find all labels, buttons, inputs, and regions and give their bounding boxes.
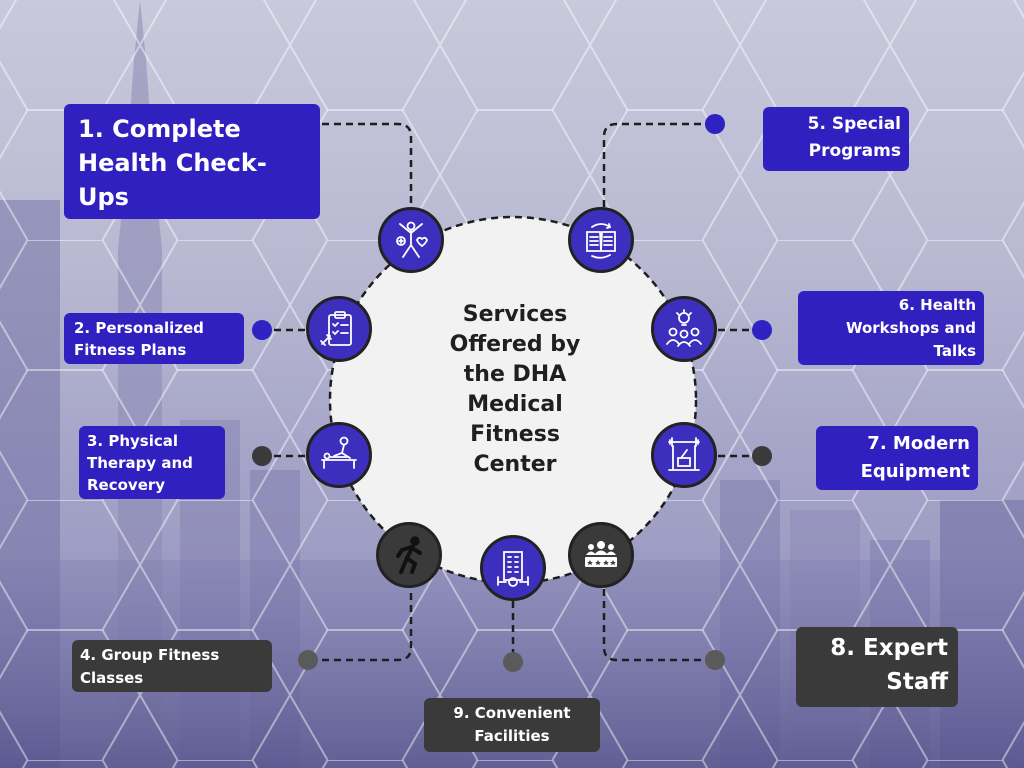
node-health-workshops	[651, 296, 717, 362]
center-circle-outline	[328, 215, 698, 585]
center-title: Services Offered by the DHA Medical Fitn…	[449, 302, 581, 477]
connector-dot-5	[705, 114, 725, 134]
connector-dot-9	[503, 652, 523, 672]
service-label-4: 4. Group Fitness Classes	[72, 640, 272, 692]
connector-dot-7	[752, 446, 772, 466]
node-modern-equipment	[651, 422, 717, 488]
service-label-3: 3. Physical Therapy and Recovery	[79, 426, 225, 499]
connector-dot-3	[252, 446, 272, 466]
connector-5	[602, 122, 713, 210]
workshop-group-icon	[666, 309, 702, 347]
node-physical-therapy	[306, 422, 372, 488]
service-label-5: 5. Special Programs	[763, 107, 909, 171]
node-convenient-facilities	[480, 535, 546, 601]
node-special-programs	[568, 207, 634, 273]
node-fitness-plan	[306, 296, 372, 362]
connector-1	[310, 122, 413, 210]
health-checkup-icon	[396, 221, 428, 258]
book-program-icon	[586, 223, 616, 259]
service-label-7: 7. Modern Equipment	[816, 426, 978, 490]
clipboard-plan-icon	[320, 311, 352, 346]
service-label-2: 2. Personalized Fitness Plans	[64, 313, 244, 364]
connector-dot-6	[752, 320, 772, 340]
node-health-checkup	[378, 207, 444, 273]
expert-staff-icon	[585, 541, 617, 567]
massage-therapy-icon	[321, 436, 357, 469]
connector-dot-8	[705, 650, 725, 670]
service-label-6: 6. Health Workshops and Talks	[798, 291, 984, 365]
connector-4	[310, 586, 413, 662]
service-label-9: 9. Convenient Facilities	[424, 698, 600, 752]
connector-dot-2	[252, 320, 272, 340]
node-expert-staff	[568, 522, 634, 588]
connector-8	[602, 586, 713, 662]
runner-icon	[396, 536, 422, 574]
service-label-1: 1. Complete Health Check- Ups	[64, 104, 320, 219]
building-facility-icon	[497, 551, 529, 587]
node-group-fitness	[376, 522, 442, 588]
center-circle	[330, 217, 696, 583]
gym-equipment-icon	[668, 437, 700, 471]
connector-dot-4	[298, 650, 318, 670]
service-label-8: 8. Expert Staff	[796, 627, 958, 707]
